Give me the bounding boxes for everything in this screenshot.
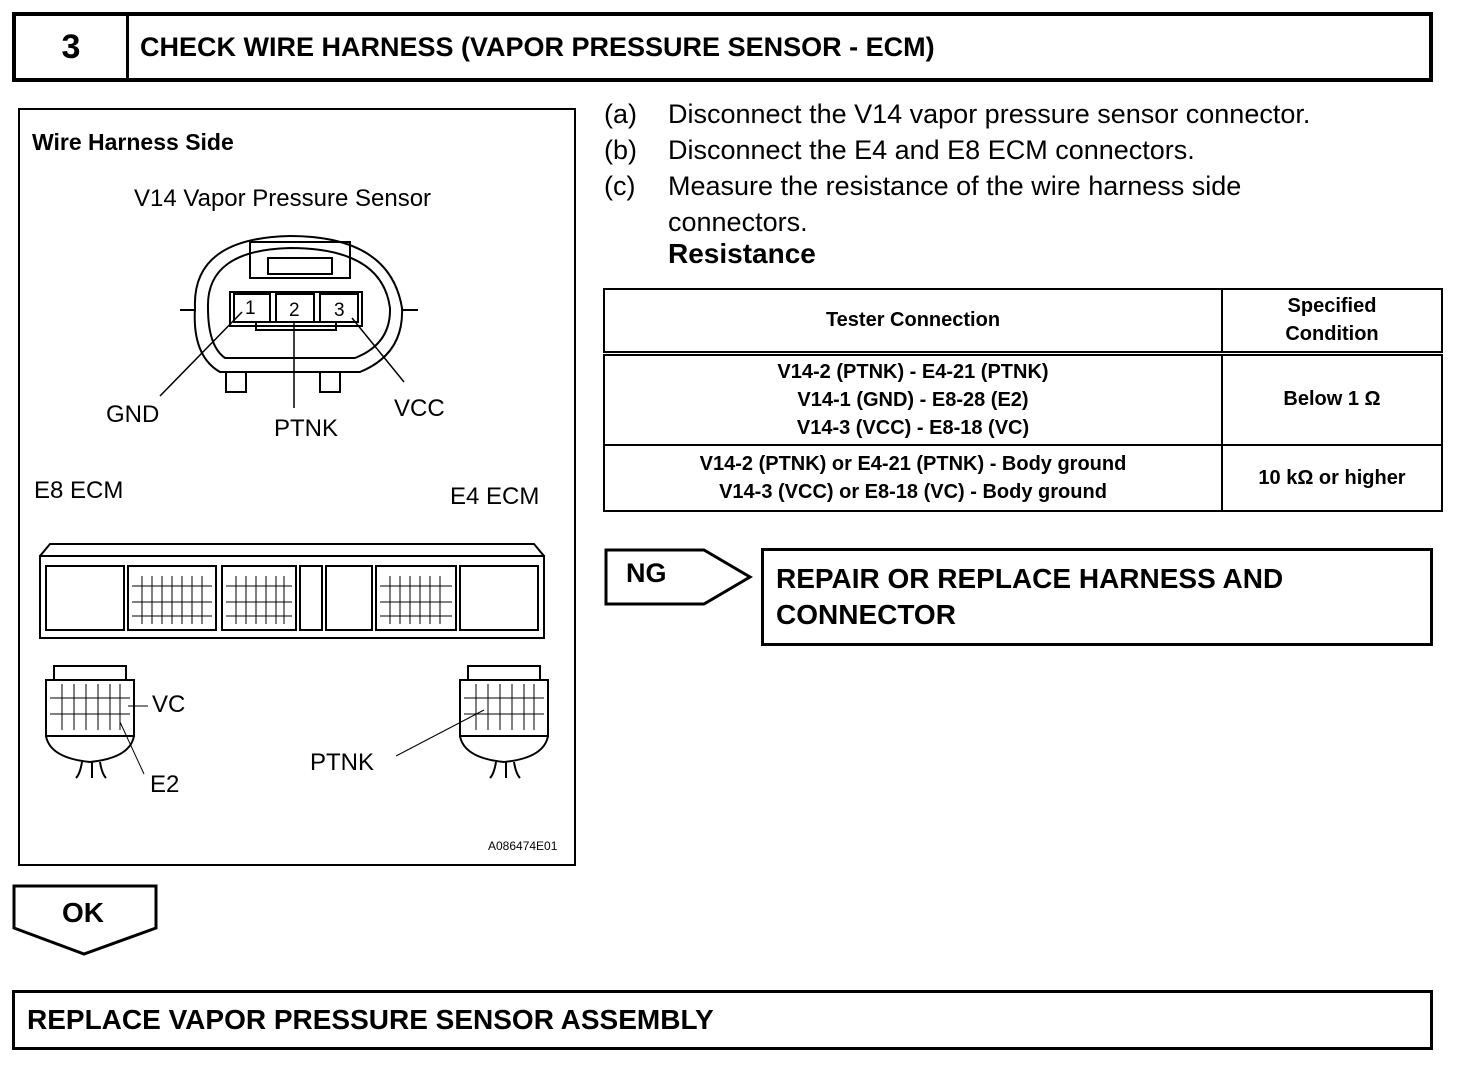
pin-1-label: 1 [245,298,256,319]
step-title: CHECK WIRE HARNESS (VAPOR PRESSURE SENSO… [140,31,935,62]
pin-2-label: 2 [289,300,300,321]
table-row: V14-2 (PTNK) - E4-21 (PTNK) V14-1 (GND) … [603,352,1443,446]
ng-label: NG [626,558,667,588]
ng-result-text: REPAIR OR REPLACE HARNESS AND CONNECTOR [776,563,1284,630]
instruction-b-text: Disconnect the E4 and E8 ECM connectors. [668,135,1195,165]
ok-arrow-tag [12,884,158,956]
ok-label: OK [62,897,104,928]
row-1-condition: Below 1 Ω [1221,352,1443,446]
row-1-line-1: V14-2 (PTNK) - E4-21 (PTNK) [777,360,1049,383]
row-2-connection: V14-2 (PTNK) or E4-21 (PTNK) - Body grou… [603,444,1223,512]
v14-connector-shape [180,234,418,393]
gnd-label: GND [106,401,159,428]
instruction-b-marker: (b) [604,135,637,165]
final-action-box: REPLACE VAPOR PRESSURE SENSOR ASSEMBLY [12,990,1433,1050]
row-1-connection: V14-2 (PTNK) - E4-21 (PTNK) V14-1 (GND) … [603,352,1223,446]
vc-label: VC [152,691,185,718]
instruction-a-text: Disconnect the V14 vapor pressure sensor… [668,99,1311,129]
row-2-line-2: V14-3 (VCC) or E8-18 (VC) - Body ground [719,481,1107,503]
leader-lines [159,311,405,408]
header-tester-connection: Tester Connection [603,288,1223,356]
row-1-line-3: V14-3 (VCC) - E8-18 (VC) [796,416,1030,439]
e8-connector-shape [45,665,135,779]
pin-3-label: 3 [334,300,345,321]
e4-connector-shape [459,665,549,779]
ng-arrow-tag [604,548,753,606]
e8-ecm-label: E8 ECM [34,477,123,504]
table-row: V14-2 (PTNK) or E4-21 (PTNK) - Body grou… [603,444,1443,512]
header-condition-line-2: Condition [1285,323,1379,346]
ecm-connector-strip [39,543,545,639]
vcc-label: VCC [394,395,445,422]
ecm-pin-grid [132,576,452,624]
ptnk-label: PTNK [274,415,338,442]
step-header: 3 CHECK WIRE HARNESS (VAPOR PRESSURE SEN… [12,12,1433,82]
header-specified-condition: Specified Condition [1221,288,1443,356]
e2-label: E2 [150,771,179,798]
final-action-text: REPLACE VAPOR PRESSURE SENSOR ASSEMBLY [27,1004,714,1035]
row-2-line-1: V14-2 (PTNK) or E4-21 (PTNK) - Body grou… [699,453,1127,475]
instruction-c-marker: (c) [604,171,636,201]
ng-result-box: REPAIR OR REPLACE HARNESS AND CONNECTOR [761,548,1433,646]
row-1-line-2: V14-1 (GND) - E8-28 (E2) [797,388,1029,411]
wire-harness-illustration: Wire Harness Side V14 Vapor Pressure Sen… [18,108,576,866]
e4-ecm-label: E4 ECM [450,483,539,510]
sensor-title: V14 Vapor Pressure Sensor [134,185,431,212]
connector-diagram: Wire Harness Side V14 Vapor Pressure Sen… [32,129,558,853]
instruction-c-text: Measure the resistance of the wire harne… [668,171,1242,201]
resistance-table: Tester Connection Specified Condition V1… [603,288,1443,512]
header-condition-line-1: Specified [1287,295,1377,318]
table-header-row: Tester Connection Specified Condition [603,288,1443,356]
step-number: 3 [16,16,129,78]
instruction-a-marker: (a) [604,99,637,129]
resistance-heading: Resistance [668,238,816,269]
instruction-c-text-2: connectors. [668,207,808,237]
illustration-heading: Wire Harness Side [32,129,234,155]
e4-ptnk-label: PTNK [310,749,374,776]
row-2-condition: 10 kΩ or higher [1221,444,1443,512]
figure-id: A086474E01 [488,839,558,853]
